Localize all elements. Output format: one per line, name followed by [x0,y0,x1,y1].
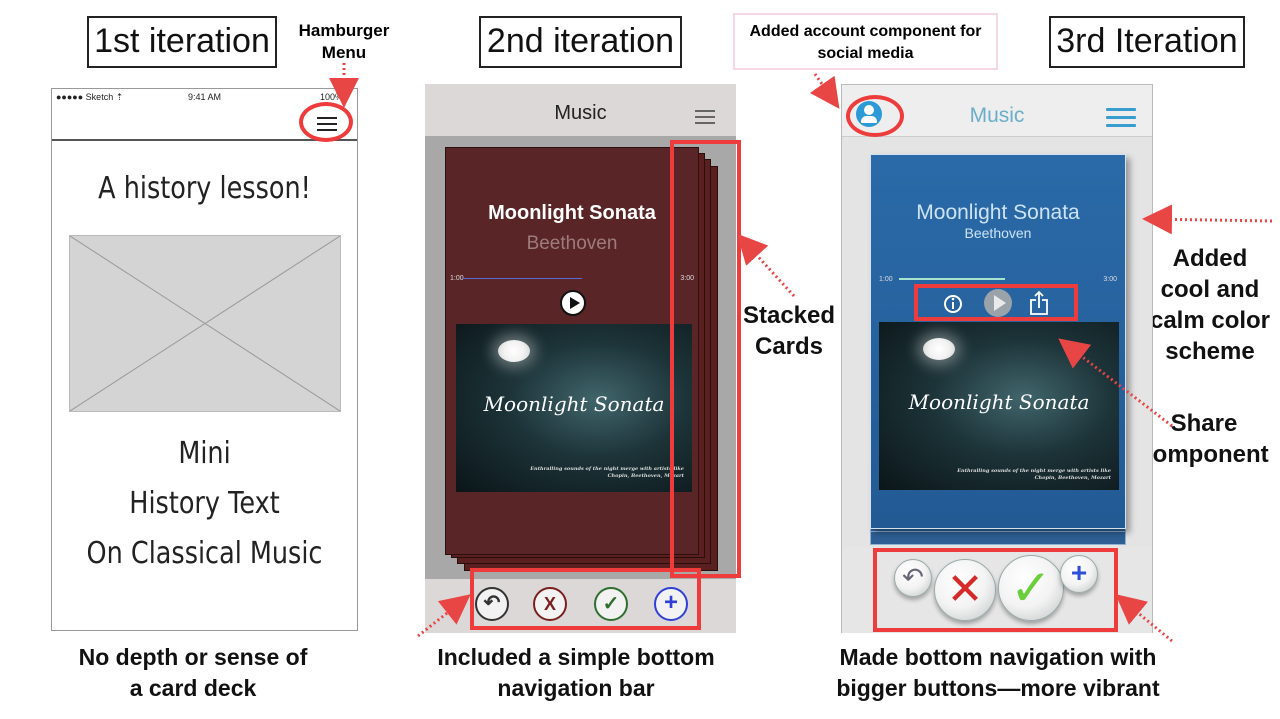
progress-track[interactable] [899,278,1005,280]
undo-button[interactable]: ↶ [894,559,932,597]
status-bar: ●●●●● Sketch ⇡ 9:41 AM 100% [52,89,357,105]
lesson-heading: A history lesson! [98,171,311,206]
color-scheme-annotation: Added cool and calm color scheme [1149,245,1271,365]
undo-button[interactable]: ↶ [475,587,509,621]
history-text-line: History Text [129,486,280,521]
play-icon[interactable] [984,289,1012,317]
history-text-line: Mini [178,436,231,471]
song-card[interactable]: Moonlight Sonata Beethoven 1:00 3:00 Moo… [445,147,699,555]
hamburger-menu-icon[interactable] [1106,108,1136,132]
add-button[interactable]: + [654,587,688,621]
time-end: 3:00 [1103,276,1117,283]
stacked-cards-annotation: Stacked Cards [742,302,836,360]
time-start: 1:00 [450,275,464,282]
wireframe-phone: ●●●●● Sketch ⇡ 9:41 AM 100% A history le… [51,88,358,631]
album-art-title: Moonlight Sonata [483,392,665,416]
song-title: Moonlight Sonata [916,201,1080,224]
screen-title: Music [554,102,607,124]
bottom-nav-bar: ↶ ✕ ✓ + [842,547,1152,633]
carrier-label: ●●●●● Sketch ⇡ [56,92,124,102]
share-component-annotation: Share component [1139,410,1269,468]
progress-track[interactable] [462,278,582,279]
top-bar: Music [425,84,736,136]
share-highlight [914,284,1078,321]
time-start: 1:00 [879,276,893,283]
share-icon[interactable] [1030,290,1048,315]
song-title: Moonlight Sonata [488,202,656,224]
add-button[interactable]: + [1060,555,1098,593]
accept-button[interactable]: ✓ [594,587,628,621]
time-end: 3:00 [680,275,694,282]
hamburger-menu-annotation: Hamburger Menu [298,21,390,62]
album-art: Moonlight Sonata Enthralling sounds of t… [879,322,1119,490]
album-art: Moonlight Sonata Enthralling sounds of t… [456,324,692,492]
artist-name: Beethoven [526,233,618,254]
first-iteration-title: 1st iteration [87,16,277,68]
screen-title: Music [969,104,1025,127]
second-iteration-caption: Included a simple bottom navigation bar [437,644,715,701]
accept-button[interactable]: ✓ [998,555,1064,621]
album-art-title: Moonlight Sonata [908,390,1090,414]
album-art-subtitle: Enthralling sounds of the night merge wi… [957,468,1111,481]
song-card[interactable]: Moonlight Sonata Beethoven 1:00 3:00 [870,154,1126,529]
artist-name: Beethoven [964,225,1032,241]
reject-button[interactable]: X [533,587,567,621]
album-art-subtitle: Enthralling sounds of the night merge wi… [530,466,684,479]
third-iteration-title: 3rd Iteration [1049,16,1245,68]
play-icon[interactable] [560,290,586,316]
second-iteration-phone: Music Moonlight Sonata Beethoven 1:00 3:… [425,84,736,633]
third-iteration-caption: Made bottom navigation with bigger butto… [836,644,1160,701]
second-iteration-title: 2nd iteration [479,16,682,68]
stacked-card-back [870,531,1126,545]
bottom-nav-highlight [470,568,701,630]
third-iteration-phone: Music Moonlight Sonata Beethoven 1:00 3:… [841,84,1153,633]
bottom-nav-bar: ↶ X ✓ + [425,579,736,633]
account-highlight [846,95,904,137]
status-time: 9:41 AM [188,92,222,102]
account-component-annotation: Added account component for social media [733,13,998,70]
hamburger-menu-icon[interactable] [695,110,715,128]
bottom-nav-highlight [873,548,1118,632]
image-placeholder [69,235,341,412]
stacked-cards-highlight [670,140,741,578]
info-icon[interactable] [944,295,962,313]
history-text: Mini History Text On Classical Music [75,429,334,579]
hamburger-highlight [299,102,353,142]
battery-label: 100% [319,92,343,102]
first-iteration-caption: No depth or sense of a card deck [78,644,308,701]
reject-button[interactable]: ✕ [934,559,996,621]
history-text-line: On Classical Music [86,536,323,571]
share-controls [919,287,1079,319]
